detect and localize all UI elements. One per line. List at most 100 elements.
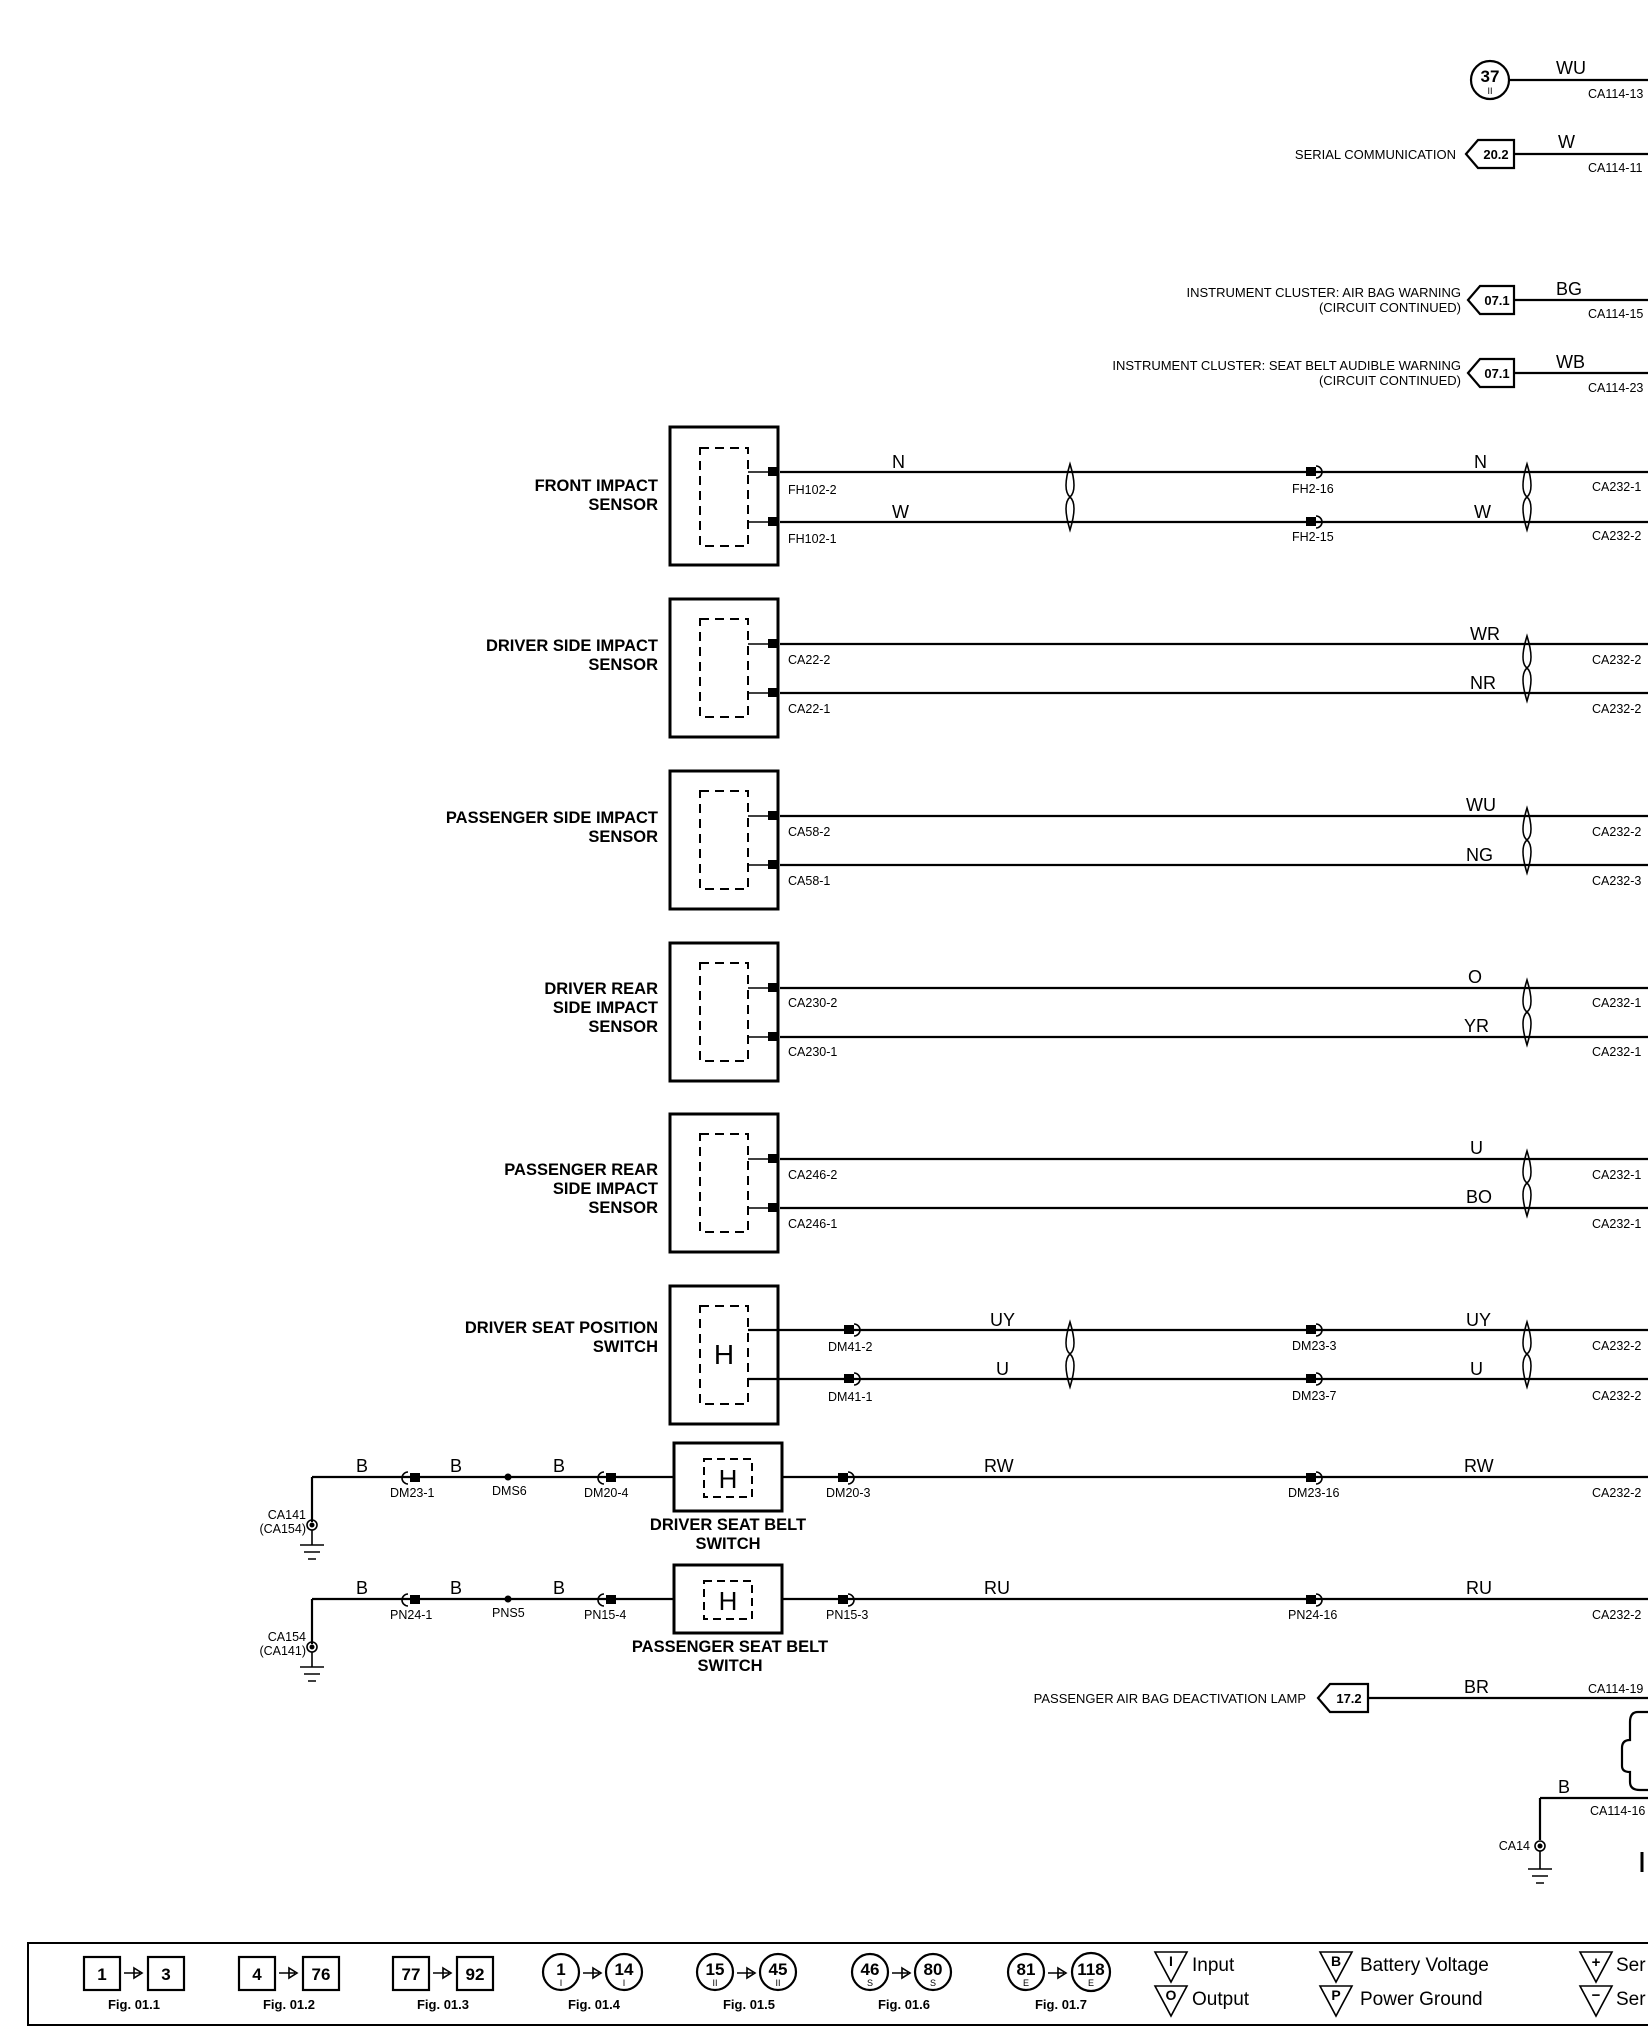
svg-text:B: B bbox=[450, 1578, 462, 1598]
svg-text:45: 45 bbox=[769, 1960, 788, 1979]
svg-text:Battery Voltage: Battery Voltage bbox=[1360, 1955, 1489, 1976]
svg-text:CA230-1: CA230-1 bbox=[788, 1045, 837, 1059]
svg-text:Ser: Ser bbox=[1616, 1955, 1646, 1976]
svg-text:CA232-3: CA232-3 bbox=[1592, 874, 1641, 888]
ref-description: INSTRUMENT CLUSTER: AIR BAG WARNING bbox=[1187, 285, 1461, 300]
svg-text:RW: RW bbox=[1464, 1456, 1494, 1476]
svg-text:PN15-3: PN15-3 bbox=[826, 1608, 868, 1622]
ref-description-2: (CIRCUIT CONTINUED) bbox=[1319, 373, 1461, 388]
svg-text:CA232-2: CA232-2 bbox=[1592, 825, 1641, 839]
legend-circle-pair: 15 II 45 II Fig. 01.5 bbox=[695, 1952, 798, 2012]
svg-text:PN15-4: PN15-4 bbox=[584, 1608, 626, 1622]
ref-page-number: 20.2 bbox=[1483, 147, 1508, 162]
svg-text:CA232-1: CA232-1 bbox=[1592, 480, 1641, 494]
svg-text:PASSENGER SIDE IMPACT: PASSENGER SIDE IMPACT bbox=[446, 809, 658, 827]
svg-text:N: N bbox=[892, 452, 905, 472]
svg-text:DM20-3: DM20-3 bbox=[826, 1486, 871, 1500]
wire-label: W bbox=[1558, 132, 1575, 152]
svg-text:Fig. 01.5: Fig. 01.5 bbox=[723, 1997, 775, 2012]
connector-label: CA114-11 bbox=[1588, 161, 1642, 175]
connector-label: CA114-13 bbox=[1588, 87, 1643, 101]
svg-text:Fig. 01.3: Fig. 01.3 bbox=[417, 1997, 469, 2012]
svg-text:1: 1 bbox=[97, 1965, 106, 1984]
svg-text:CA114-16: CA114-16 bbox=[1590, 1804, 1645, 1818]
svg-text:DRIVER SEAT BELT: DRIVER SEAT BELT bbox=[650, 1516, 806, 1534]
svg-text:FH2-16: FH2-16 bbox=[1292, 482, 1334, 496]
svg-text:FRONT IMPACT: FRONT IMPACT bbox=[535, 477, 658, 495]
svg-text:Fig. 01.2: Fig. 01.2 bbox=[263, 1997, 315, 2012]
air-bag-deactivation-lamp-ref: PASSENGER AIR BAG DEACTIVATION LAMP 17.2… bbox=[1034, 1677, 1648, 1792]
svg-text:SWITCH: SWITCH bbox=[697, 1657, 762, 1675]
passenger-side-impact-sensor: PASSENGER SIDE IMPACT SENSOR CA58-2 CA58… bbox=[446, 769, 1648, 911]
svg-text:CA232-1: CA232-1 bbox=[1592, 996, 1641, 1010]
svg-text:W: W bbox=[1474, 502, 1491, 522]
svg-text:N: N bbox=[1474, 452, 1487, 472]
svg-text:92: 92 bbox=[466, 1965, 485, 1984]
svg-text:E: E bbox=[1088, 1978, 1094, 1988]
legend-circle-pair: 46 S 80 S Fig. 01.6 bbox=[850, 1952, 953, 2012]
legend-box-pair: 77 92 Fig. 01.3 bbox=[391, 1955, 495, 2012]
legend-box-pair: 4 76 Fig. 01.2 bbox=[237, 1955, 341, 2012]
svg-text:SIDE IMPACT: SIDE IMPACT bbox=[553, 1180, 658, 1198]
svg-text:P: P bbox=[1331, 1987, 1340, 2003]
svg-text:CA58-2: CA58-2 bbox=[788, 825, 830, 839]
svg-text:FH2-15: FH2-15 bbox=[1292, 530, 1334, 544]
svg-text:SENSOR: SENSOR bbox=[588, 1199, 658, 1217]
svg-text:118: 118 bbox=[1077, 1960, 1104, 1979]
wire-label: WU bbox=[1556, 58, 1586, 78]
ref-description: SERIAL COMMUNICATION bbox=[1295, 147, 1456, 162]
ref-description: INSTRUMENT CLUSTER: SEAT BELT AUDIBLE WA… bbox=[1112, 358, 1461, 373]
svg-text:FH102-1: FH102-1 bbox=[788, 532, 837, 546]
ref-page-number: 07.1 bbox=[1484, 366, 1509, 381]
svg-text:46: 46 bbox=[861, 1960, 880, 1979]
bottom-ground: B CA114-16 CA14 bbox=[1499, 1777, 1648, 1884]
legend: 1 3 Fig. 01.1 4 76 Fig. 01.2 77 92 Fig. … bbox=[27, 1942, 1648, 2026]
ref-circle-number: 37 bbox=[1481, 67, 1500, 86]
svg-text:PASSENGER REAR: PASSENGER REAR bbox=[504, 1161, 658, 1179]
wire-label: WB bbox=[1556, 352, 1585, 372]
svg-text:Power Ground: Power Ground bbox=[1360, 1989, 1483, 2010]
svg-text:DMS6: DMS6 bbox=[492, 1484, 527, 1498]
ref-row-3: INSTRUMENT CLUSTER: AIR BAG WARNING (CIR… bbox=[1187, 279, 1648, 321]
svg-text:81: 81 bbox=[1017, 1960, 1036, 1979]
legend-circle-pair: 1 I 14 I Fig. 01.4 bbox=[541, 1952, 644, 2012]
driver-side-impact-sensor: DRIVER SIDE IMPACT SENSOR CA22-2 CA22-1 … bbox=[486, 597, 1648, 739]
svg-text:B: B bbox=[356, 1578, 368, 1598]
svg-text:UY: UY bbox=[990, 1310, 1015, 1330]
svg-text:B: B bbox=[356, 1456, 368, 1476]
svg-text:DM41-1: DM41-1 bbox=[828, 1390, 873, 1404]
svg-text:WU: WU bbox=[1466, 795, 1496, 815]
svg-text:Output: Output bbox=[1192, 1989, 1250, 2010]
svg-text:U: U bbox=[1470, 1359, 1483, 1379]
svg-text:DM23-16: DM23-16 bbox=[1288, 1486, 1339, 1500]
svg-text:77: 77 bbox=[402, 1965, 421, 1984]
svg-text:SWITCH: SWITCH bbox=[593, 1338, 658, 1356]
ref-description-2: (CIRCUIT CONTINUED) bbox=[1319, 300, 1461, 315]
svg-text:RW: RW bbox=[984, 1456, 1014, 1476]
svg-text:S: S bbox=[867, 1978, 873, 1988]
svg-text:1: 1 bbox=[556, 1960, 565, 1979]
svg-text:PNS5: PNS5 bbox=[492, 1606, 525, 1620]
ref-row-1: 37 II WU CA114-13 bbox=[1469, 58, 1648, 101]
svg-text:DM23-7: DM23-7 bbox=[1292, 1389, 1337, 1403]
svg-text:II: II bbox=[712, 1978, 717, 1988]
svg-text:CA58-1: CA58-1 bbox=[788, 874, 830, 888]
svg-text:Fig. 01.4: Fig. 01.4 bbox=[568, 1997, 621, 2012]
svg-text:80: 80 bbox=[924, 1960, 943, 1979]
svg-text:Fig. 01.1: Fig. 01.1 bbox=[108, 1997, 160, 2012]
svg-text:17.2: 17.2 bbox=[1336, 1691, 1361, 1706]
svg-text:14: 14 bbox=[615, 1960, 634, 1979]
svg-text:Ser: Ser bbox=[1616, 1989, 1646, 2010]
passenger-seat-belt-switch: CA154 (CA141) B PN24-1 B PNS5 B PN15-4 H… bbox=[259, 1563, 1648, 1682]
svg-text:II: II bbox=[775, 1978, 780, 1988]
svg-text:DRIVER SEAT POSITION: DRIVER SEAT POSITION bbox=[465, 1319, 658, 1337]
svg-text:CA141: CA141 bbox=[268, 1508, 306, 1522]
svg-text:15: 15 bbox=[706, 1960, 725, 1979]
svg-text:I: I bbox=[623, 1978, 626, 1988]
svg-text:WR: WR bbox=[1470, 624, 1500, 644]
svg-text:SENSOR: SENSOR bbox=[588, 496, 658, 514]
svg-text:CA230-2: CA230-2 bbox=[788, 996, 837, 1010]
legend-symbol-input: I Input bbox=[1153, 1951, 1235, 1984]
driver-seat-belt-switch: CA141 (CA154) B DM23-1 B DMS6 B DM20-4 H… bbox=[259, 1441, 1648, 1560]
legend-symbol-output: O Output bbox=[1153, 1985, 1250, 2018]
